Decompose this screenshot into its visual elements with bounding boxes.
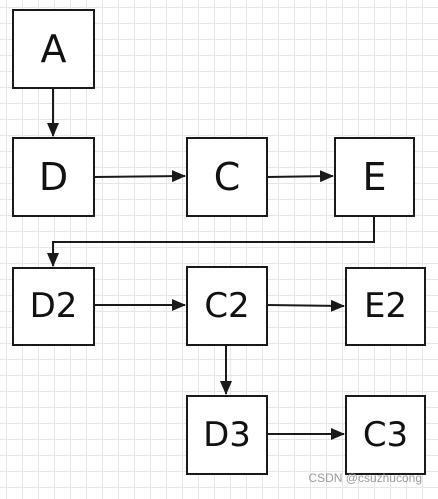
node-d3[interactable]: D3: [186, 395, 268, 475]
edge-d-to-c: [93, 170, 186, 183]
node-c-label: C: [214, 155, 241, 199]
node-e2-label: E2: [364, 286, 407, 326]
edge-c-to-e: [266, 170, 334, 183]
node-c2[interactable]: C2: [186, 266, 268, 346]
node-c3[interactable]: C3: [345, 395, 426, 475]
node-a-label: A: [41, 27, 67, 71]
node-e2-box: [345, 267, 426, 346]
node-d2-label: D2: [30, 286, 78, 326]
node-a-box: [12, 9, 95, 89]
node-e[interactable]: E: [334, 137, 415, 217]
edges: [47, 88, 375, 440]
node-d2-box: [12, 267, 95, 346]
node-c-box: [186, 137, 268, 217]
node-d-label: D: [39, 155, 68, 199]
node-e-box: [334, 137, 415, 217]
node-d[interactable]: D: [12, 137, 95, 217]
watermark: CSDN @csuzhucong: [308, 471, 422, 485]
node-a[interactable]: A: [12, 9, 95, 89]
node-c3-label: C3: [363, 415, 408, 455]
node-d2[interactable]: D2: [12, 267, 95, 346]
node-c[interactable]: C: [186, 137, 268, 217]
node-c3-box: [345, 395, 426, 475]
node-d3-label: D3: [203, 415, 251, 455]
edge-c2-to-e2: [266, 299, 345, 312]
node-e2[interactable]: E2: [345, 267, 426, 346]
node-c2-label: C2: [204, 286, 249, 326]
node-c2-box: [186, 266, 268, 346]
node-e-label: E: [362, 155, 386, 199]
node-d3-box: [186, 395, 268, 475]
edge-e-to-d2: [47, 216, 375, 267]
node-d-box: [12, 137, 95, 217]
